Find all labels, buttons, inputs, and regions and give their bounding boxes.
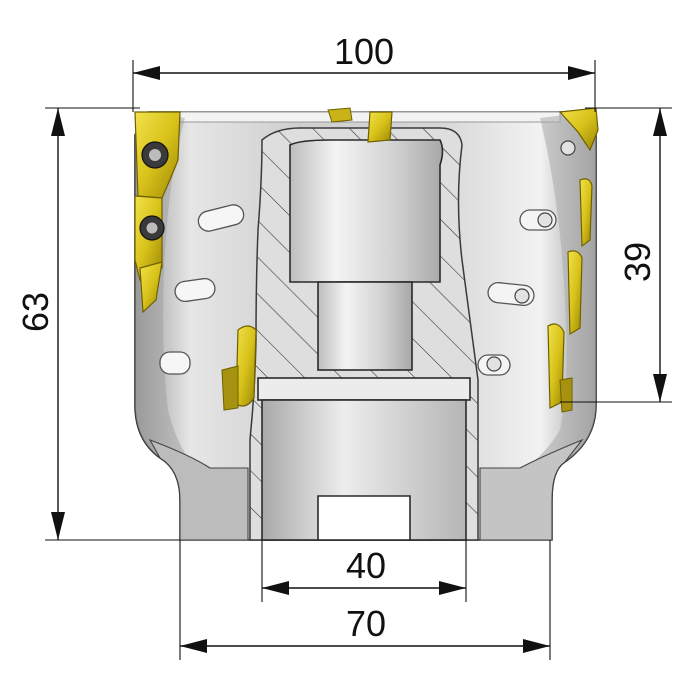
screw-head bbox=[486, 356, 502, 372]
cross-section bbox=[249, 127, 479, 541]
dim-label-100: 100 bbox=[334, 31, 394, 72]
insert bbox=[567, 250, 583, 336]
body-lower-right-shoulder bbox=[479, 438, 584, 541]
insert bbox=[558, 107, 599, 152]
body-right-shadow bbox=[522, 112, 596, 540]
coolant-slot bbox=[159, 351, 191, 375]
screw-head bbox=[537, 212, 553, 228]
cutting-inserts bbox=[134, 107, 599, 413]
coolant-slot bbox=[197, 204, 245, 232]
bore-upper bbox=[289, 139, 444, 283]
screw-head bbox=[514, 288, 530, 304]
dimension-labels: 100 63 39 40 70 bbox=[15, 31, 658, 644]
insert-screw-icon bbox=[149, 149, 161, 161]
insert bbox=[235, 325, 257, 407]
body-lower-left-shoulder bbox=[148, 438, 249, 541]
drive-slot bbox=[317, 495, 411, 541]
dim-label-40: 40 bbox=[346, 545, 386, 586]
insert bbox=[327, 107, 353, 123]
dim-label-39: 39 bbox=[617, 242, 658, 282]
insert bbox=[367, 111, 393, 143]
coolant-slots-right bbox=[477, 140, 576, 376]
dimension-lines bbox=[45, 60, 672, 660]
insert bbox=[221, 365, 239, 411]
bore-neck bbox=[317, 281, 413, 371]
insert bbox=[559, 377, 573, 413]
insert bbox=[579, 178, 593, 248]
dim-label-70: 70 bbox=[346, 603, 386, 644]
dim-label-63: 63 bbox=[15, 292, 56, 332]
bore-collar bbox=[257, 377, 471, 401]
insert-screw-icon bbox=[146, 222, 158, 234]
coolant-slot bbox=[174, 277, 216, 303]
screw-head bbox=[560, 140, 576, 156]
coolant-slots-left bbox=[159, 204, 245, 375]
insert bbox=[139, 261, 163, 314]
